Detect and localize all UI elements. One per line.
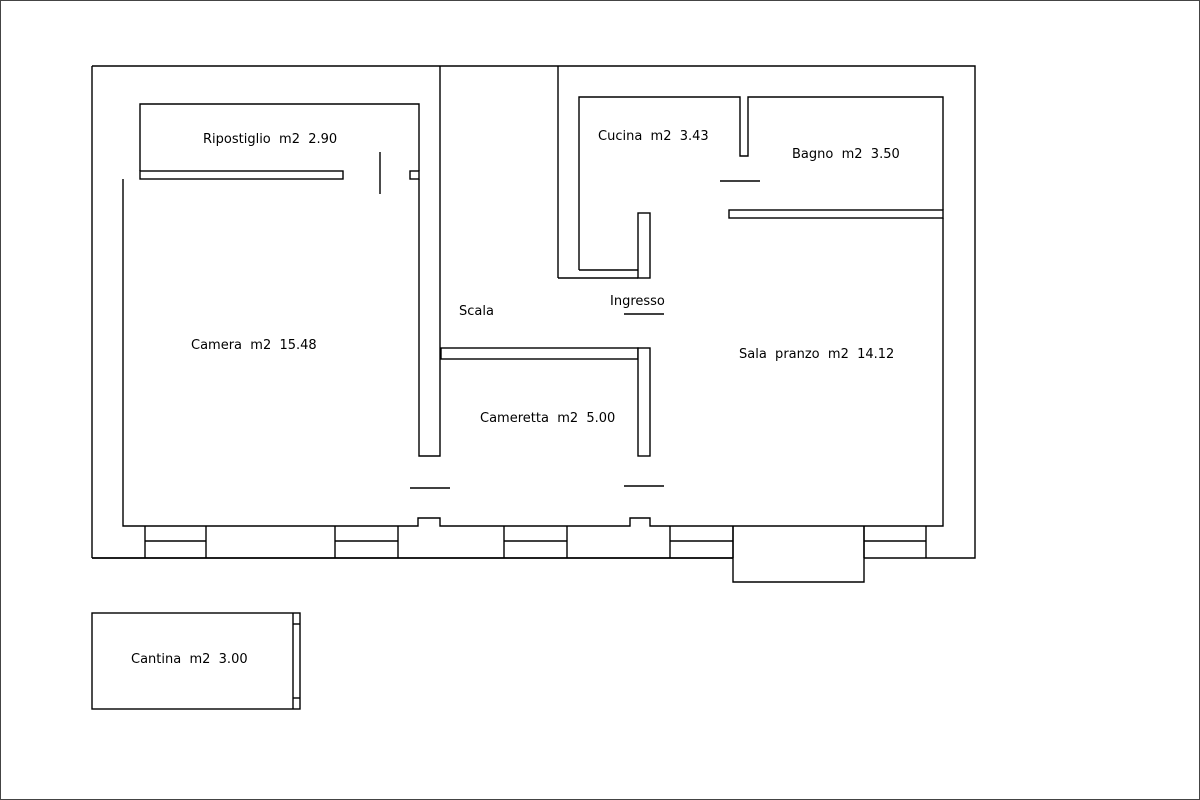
label-cameretta: Cameretta m2 5.00 <box>480 411 615 426</box>
balcony <box>732 526 865 583</box>
label-camera: Camera m2 15.48 <box>191 338 317 353</box>
cucina-wall <box>558 96 944 279</box>
cucina-partition <box>637 212 651 279</box>
window-2 <box>334 526 399 558</box>
label-cantina: Cantina m2 3.00 <box>131 652 248 667</box>
cameretta-top-wall <box>440 347 639 360</box>
camera-scala-wall <box>418 66 441 457</box>
label-ingresso: Ingresso <box>610 294 665 309</box>
label-sala-pranzo: Sala pranzo m2 14.12 <box>739 347 894 362</box>
label-bagno: Bagno m2 3.50 <box>792 147 900 162</box>
label-scala: Scala <box>459 304 494 319</box>
window-4 <box>669 526 734 558</box>
cameretta-right-wall <box>637 347 651 457</box>
window-1 <box>144 526 207 558</box>
label-cucina: Cucina m2 3.43 <box>598 129 709 144</box>
ripostiglio-partition <box>139 170 344 180</box>
ripostiglio-wall-stub <box>409 170 420 180</box>
ripostiglio-wall <box>139 103 420 171</box>
window-5 <box>863 526 927 558</box>
bagno-partition <box>728 209 944 219</box>
window-3 <box>503 526 568 558</box>
interior-wall-line <box>122 179 944 527</box>
cantina-wall <box>91 612 301 710</box>
label-ripostiglio: Ripostiglio m2 2.90 <box>203 132 337 147</box>
